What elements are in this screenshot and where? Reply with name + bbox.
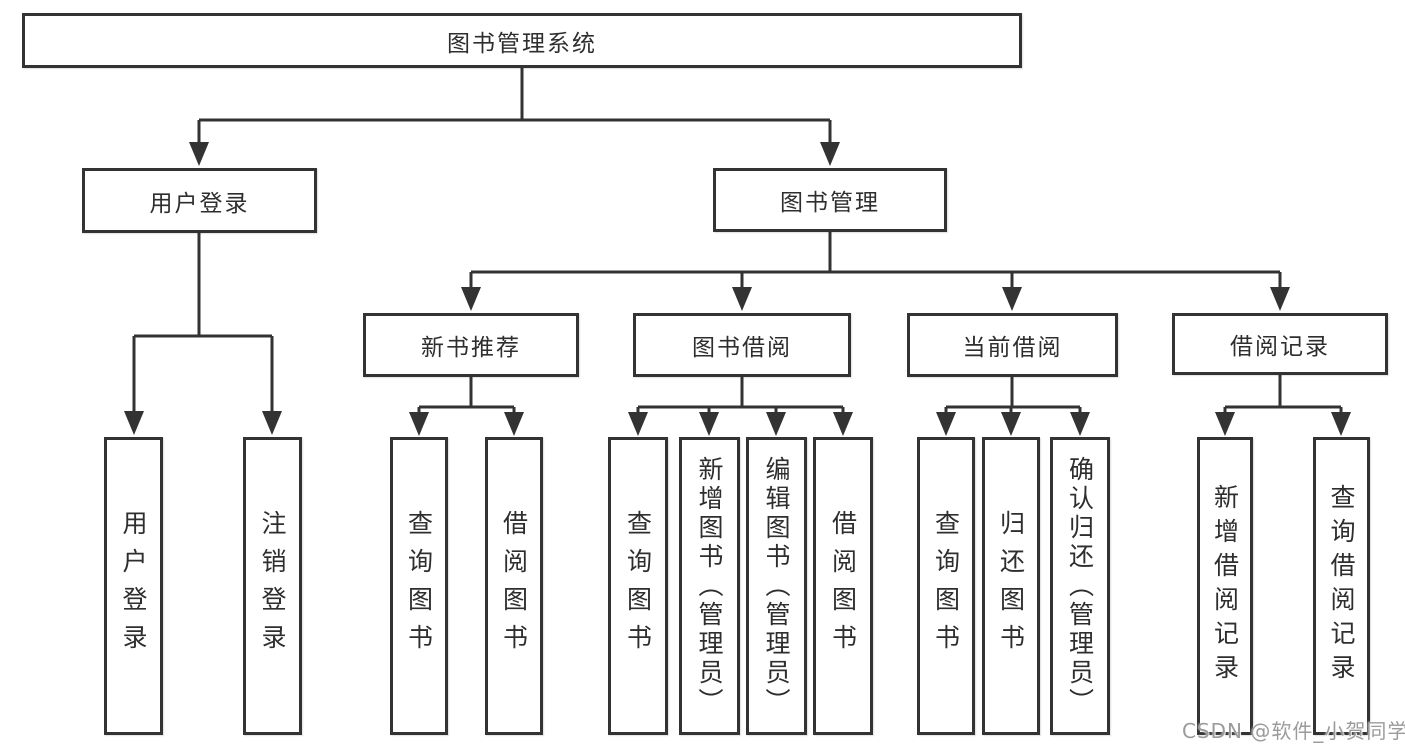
leaf-user-login: 用户登录 xyxy=(104,437,163,735)
node-root-label: 图书管理系统 xyxy=(447,30,597,57)
node-book-borrow: 图书借阅 xyxy=(633,313,851,377)
leaf-borrow-add-books-admin-label: 新增图书（管理员） xyxy=(695,455,724,717)
leaf-record-query-borrow-record: 查询借阅记录 xyxy=(1313,437,1370,735)
node-book-borrow-label: 图书借阅 xyxy=(692,335,792,361)
leaf-borrow-query-books: 查询图书 xyxy=(608,437,668,735)
node-user-login: 用户登录 xyxy=(82,168,317,233)
node-new-book-recommend-label: 新书推荐 xyxy=(421,335,521,361)
node-book-management: 图书管理 xyxy=(713,168,947,232)
node-new-book-recommend: 新书推荐 xyxy=(363,313,579,377)
leaf-logout: 注销登录 xyxy=(243,437,302,735)
leaf-borrow-edit-books-admin-label: 编辑图书（管理员） xyxy=(762,455,791,717)
leaf-record-add-borrow-record: 新增借阅记录 xyxy=(1197,437,1253,735)
leaf-newbook-query-books-label: 查询图书 xyxy=(404,510,434,662)
node-current-borrow-label: 当前借阅 xyxy=(962,335,1063,361)
leaf-current-return-books-label: 归还图书 xyxy=(996,510,1026,662)
leaf-borrow-borrow-books-label: 借阅图书 xyxy=(828,510,858,662)
csdn-watermark: CSDN @软件_小贺同学 xyxy=(1182,719,1405,743)
node-book-management-label: 图书管理 xyxy=(780,190,880,216)
leaf-borrow-query-books-label: 查询图书 xyxy=(623,510,653,662)
leaf-borrow-borrow-books: 借阅图书 xyxy=(813,437,873,735)
leaf-current-confirm-return-admin: 确认归还（管理员） xyxy=(1050,437,1110,735)
leaf-borrow-add-books-admin: 新增图书（管理员） xyxy=(679,437,740,735)
leaf-current-return-books: 归还图书 xyxy=(982,437,1040,735)
node-current-borrow: 当前借阅 xyxy=(907,313,1118,377)
leaf-record-query-borrow-record-label: 查询借阅记录 xyxy=(1327,484,1356,688)
leaf-borrow-edit-books-admin: 编辑图书（管理员） xyxy=(746,437,807,735)
node-borrow-record-label: 借阅记录 xyxy=(1230,334,1330,360)
node-borrow-record: 借阅记录 xyxy=(1172,313,1388,375)
leaf-newbook-borrow-books: 借阅图书 xyxy=(485,437,543,735)
leaf-newbook-borrow-books-label: 借阅图书 xyxy=(499,510,529,662)
leaf-logout-label: 注销登录 xyxy=(258,510,287,662)
node-root: 图书管理系统 xyxy=(22,13,1022,68)
leaf-user-login-label: 用户登录 xyxy=(119,510,148,662)
leaf-current-query-books: 查询图书 xyxy=(917,437,975,735)
leaf-current-confirm-return-admin-label: 确认归还（管理员） xyxy=(1065,455,1095,717)
leaf-record-add-borrow-record-label: 新增借阅记录 xyxy=(1210,484,1240,688)
leaf-newbook-query-books: 查询图书 xyxy=(390,437,448,735)
node-user-login-label: 用户登录 xyxy=(149,190,250,217)
leaf-current-query-books-label: 查询图书 xyxy=(931,510,961,662)
